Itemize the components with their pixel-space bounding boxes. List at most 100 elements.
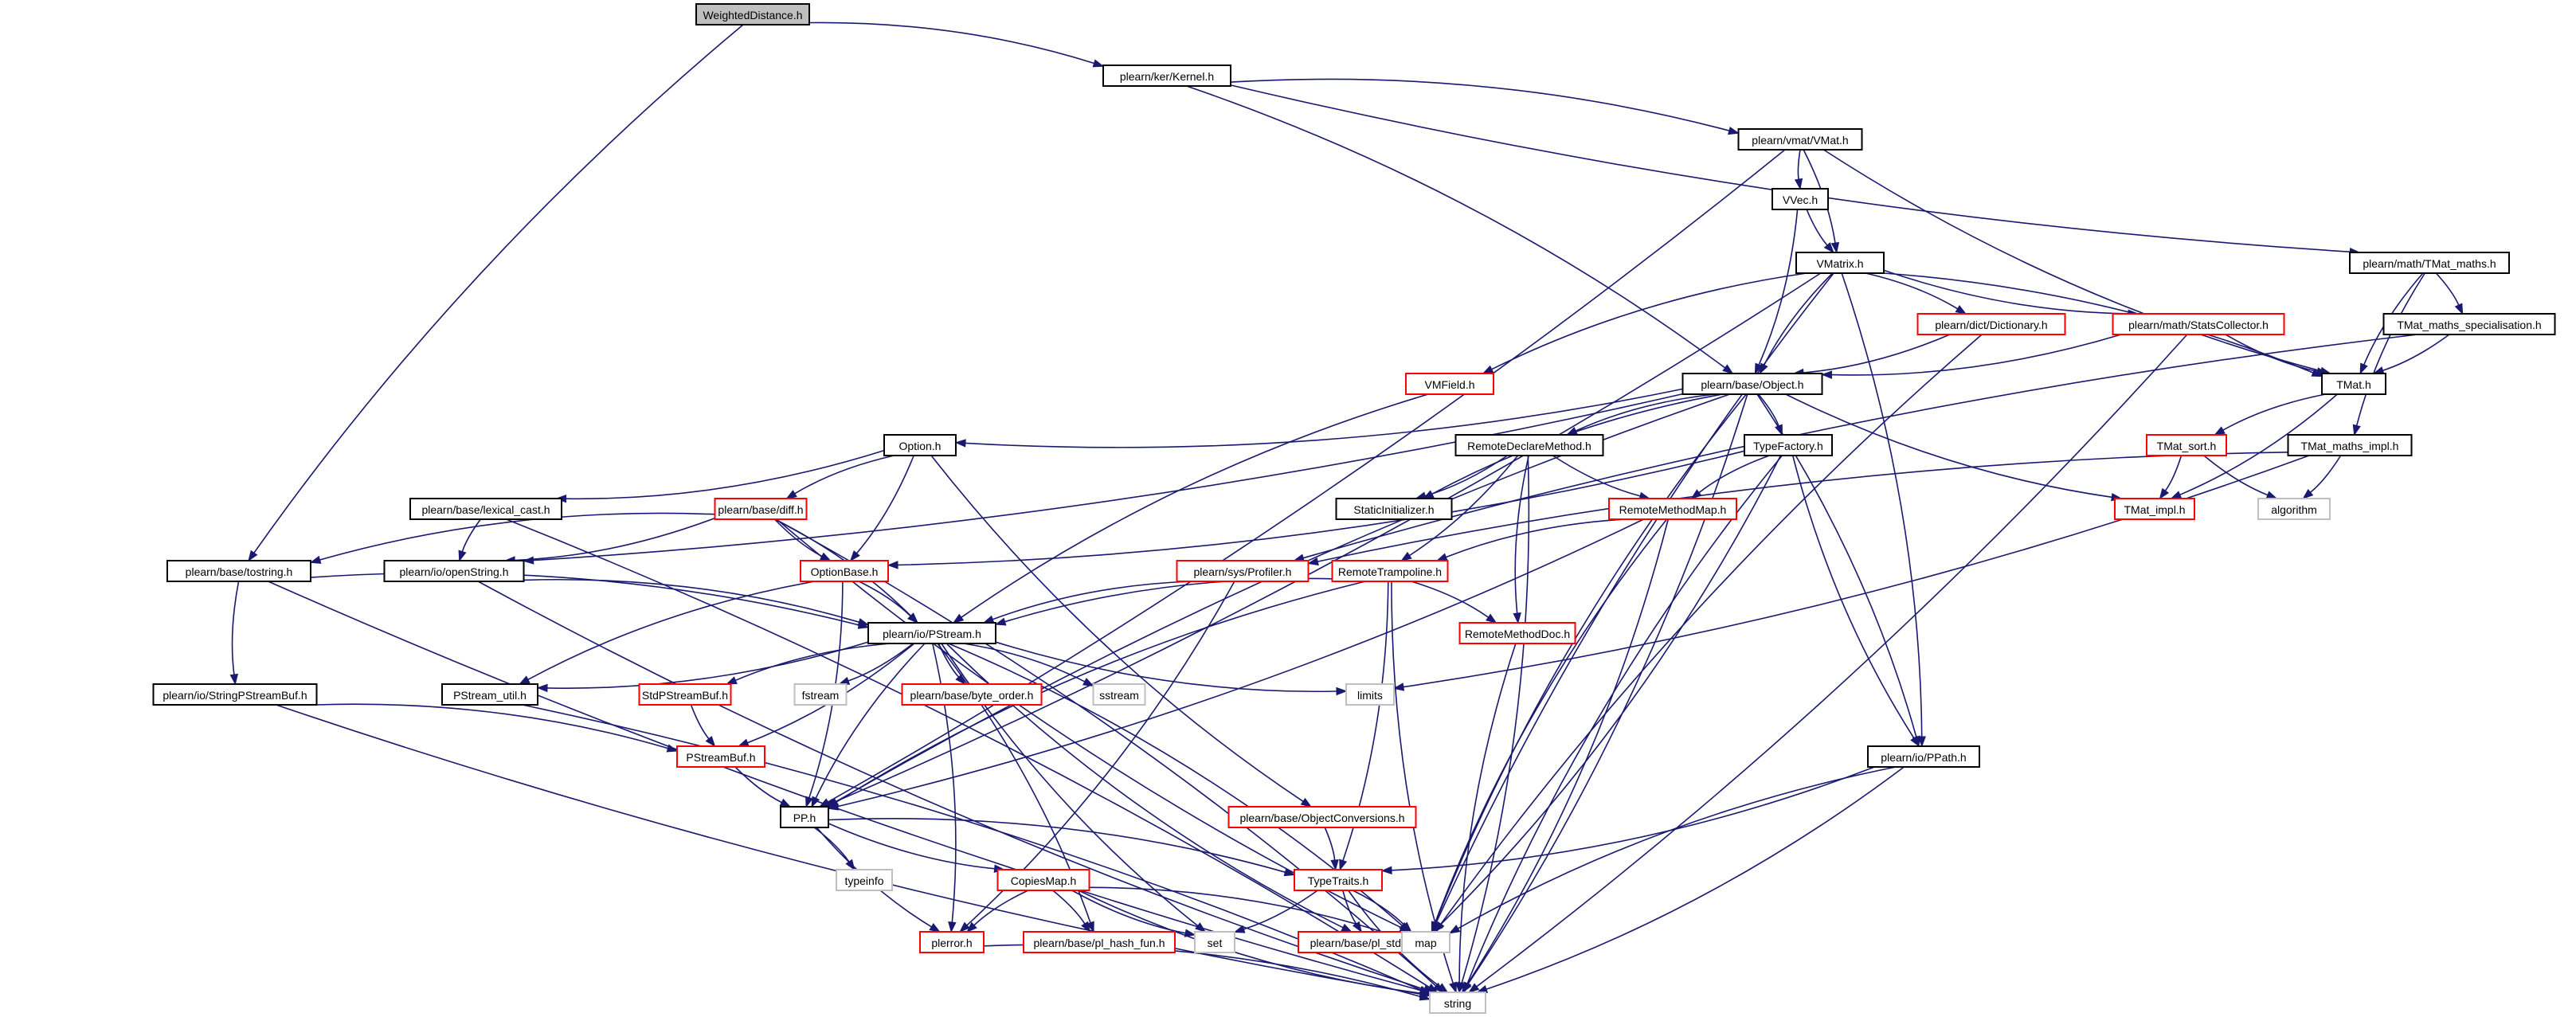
arrowhead (1380, 866, 1392, 874)
arrowhead (1917, 736, 1926, 748)
arrowhead (1336, 686, 1348, 696)
node-string[interactable]: string (1429, 992, 1486, 1014)
node-label: VVec.h (1783, 194, 1818, 206)
node-profiler[interactable]: plearn/sys/Profiler.h (1176, 560, 1310, 582)
node-tmatmaths[interactable]: plearn/math/TMat_maths.h (2349, 252, 2510, 274)
node-tostring[interactable]: plearn/base/tostring.h (166, 560, 311, 582)
edge-line (1230, 78, 1730, 131)
node-lexical[interactable]: plearn/base/lexical_cast.h (409, 498, 562, 520)
arrowhead (2302, 489, 2314, 499)
node-kernel[interactable]: plearn/ker/Kernel.h (1102, 65, 1231, 87)
edge-pstream-to-fstream (838, 643, 914, 685)
arrowhead (966, 921, 977, 933)
node-label: plearn/io/PStream.h (883, 628, 981, 640)
edge-line (1476, 334, 2188, 988)
node-label: plearn/math/TMat_maths.h (2363, 257, 2496, 270)
edge-line (2222, 393, 2326, 431)
edge-line (523, 578, 859, 623)
node-sstream[interactable]: sstream (1092, 683, 1146, 706)
arrowhead (1513, 612, 1521, 624)
edge-line (735, 643, 891, 682)
node-algorithm[interactable]: algorithm (2257, 498, 2331, 520)
node-tmatsort[interactable]: TMat_sort.h (2146, 434, 2227, 456)
node-fstream[interactable]: fstream (793, 683, 848, 706)
node-stringpsb[interactable]: plearn/io/StringPStreamBuf.h (152, 683, 318, 706)
arrowhead (309, 555, 322, 564)
edge-vmat-to-pp (818, 149, 1786, 808)
node-vmat[interactable]: plearn/vmat/VMat.h (1737, 128, 1863, 151)
node-copiesmap[interactable]: CopiesMap.h (996, 869, 1090, 891)
node-objconv[interactable]: plearn/base/ObjectConversions.h (1227, 806, 1417, 828)
node-pstreamutil[interactable]: PStream_util.h (441, 683, 538, 706)
node-set[interactable]: set (1194, 931, 1235, 953)
node-openstring[interactable]: plearn/io/openString.h (383, 560, 525, 582)
node-option[interactable]: Option.h (883, 434, 957, 456)
arrowhead (2159, 487, 2170, 500)
node-tmatspec[interactable]: TMat_maths_specialisation.h (2382, 313, 2556, 335)
node-box (1345, 683, 1395, 706)
node-limits[interactable]: limits (1345, 683, 1395, 706)
edge-line (2355, 272, 2425, 426)
node-byteorder[interactable]: plearn/base/byte_order.h (901, 683, 1043, 706)
edge-tmat-to-tmatsort (2214, 393, 2326, 436)
node-map[interactable]: map (1401, 931, 1450, 953)
node-label: plerror.h (931, 937, 972, 949)
arrowhead (779, 798, 792, 808)
arrowhead (1339, 859, 1348, 871)
edge-tmatmathsimpl-to-limits (1392, 455, 2310, 691)
node-pstream[interactable]: plearn/io/PStream.h (867, 622, 996, 644)
arrowhead (1283, 868, 1296, 877)
node-weighted[interactable]: WeightedDistance.h (695, 3, 810, 25)
node-vmfield[interactable]: VMField.h (1405, 373, 1494, 395)
edge-optionbase-to-pstreamutil (519, 581, 815, 685)
node-typeinfo[interactable]: typeinfo (836, 869, 893, 891)
node-box (2349, 252, 2510, 274)
node-label: plearn/io/StringPStreamBuf.h (162, 689, 307, 702)
edge-line (1352, 890, 1405, 926)
node-label: Option.h (899, 440, 942, 452)
node-pstreambuf[interactable]: PStreamBuf.h (676, 745, 765, 768)
arrowhead (1307, 557, 1319, 566)
edge-ppath-to-string (1476, 766, 1905, 993)
node-label: plearn/io/openString.h (400, 565, 509, 578)
edge-vmat-to-tmat (1822, 149, 2331, 375)
node-pp[interactable]: PP.h (780, 806, 829, 828)
node-box (1454, 434, 1604, 456)
edge-typefactory-to-optionbase (887, 450, 1745, 569)
node-label: plearn/ker/Kernel.h (1120, 70, 1214, 83)
node-label: sstream (1099, 689, 1139, 702)
edge-typetraits-to-map (1352, 890, 1412, 933)
arrowhead (2214, 426, 2226, 436)
edge-line (1757, 393, 1779, 427)
node-stdpsb[interactable]: StdPStreamBuf.h (638, 683, 732, 706)
node-label: plearn/sys/Profiler.h (1194, 565, 1292, 578)
edge-line (815, 643, 926, 799)
arrowhead (1690, 489, 1702, 499)
node-tmatimpl[interactable]: TMat_impl.h (2114, 498, 2195, 520)
node-plerror[interactable]: plerror.h (919, 931, 985, 953)
node-object[interactable]: plearn/base/Object.h (1681, 373, 1823, 395)
node-dictionary[interactable]: plearn/dict/Dictionary.h (1916, 313, 2066, 335)
node-vmatrix[interactable]: VMatrix.h (1795, 252, 1885, 274)
edge-line (253, 24, 744, 553)
node-remotemethoddoc[interactable]: RemoteMethodDoc.h (1458, 622, 1576, 644)
node-remotetramp[interactable]: RemoteTrampoline.h (1331, 560, 1449, 582)
node-tmat[interactable]: TMat.h (2321, 373, 2386, 395)
edge-tmatsort-to-tmatimpl (2159, 455, 2183, 500)
node-diff[interactable]: plearn/base/diff.h (714, 498, 808, 520)
node-staticinit[interactable]: StaticInitializer.h (1335, 498, 1453, 520)
node-box (383, 560, 525, 582)
node-stats[interactable]: plearn/math/StatsCollector.h (2112, 313, 2285, 335)
node-typefactory[interactable]: TypeFactory.h (1744, 434, 1833, 456)
node-label: plearn/base/diff.h (718, 503, 803, 516)
edge-option-to-lexical (555, 449, 885, 503)
node-typetraits[interactable]: TypeTraits.h (1294, 869, 1383, 891)
edge-line (1831, 334, 2122, 376)
node-vvec[interactable]: VVec.h (1771, 188, 1829, 210)
node-remotemethodmap[interactable]: RemoteMethodMap.h (1608, 498, 1737, 520)
node-hashfun[interactable]: plearn/base/pl_hash_fun.h (1023, 931, 1176, 953)
node-ppath[interactable]: plearn/io/PPath.h (1867, 745, 1980, 768)
node-tmatmathsimpl[interactable]: TMat_maths_impl.h (2287, 434, 2413, 456)
node-remotedeclare[interactable]: RemoteDeclareMethod.h (1454, 434, 1604, 456)
node-optionbase[interactable]: OptionBase.h (800, 560, 889, 582)
